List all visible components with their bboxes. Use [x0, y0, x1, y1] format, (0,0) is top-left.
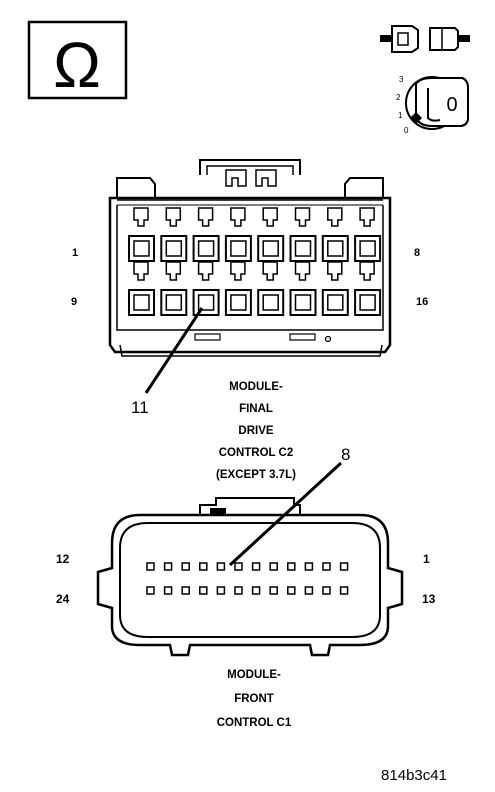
c2-cavity: [160, 261, 188, 316]
figure-id: 814b3c41: [381, 767, 447, 784]
c2-caption-line-1: MODULE-: [229, 381, 283, 393]
c2-cavity: [224, 207, 252, 262]
c2-callout-pin: 11: [131, 398, 149, 417]
c1-cavity: [199, 586, 208, 595]
connector-c1-housing: [96, 497, 404, 657]
c2-cavity: [257, 207, 285, 262]
c1-pin-label-24: 24: [56, 592, 70, 606]
c2-cavity: [321, 261, 349, 316]
c1-cavity: [287, 562, 296, 571]
c1-pin-label-12: 12: [56, 552, 70, 566]
c1-cavity: [234, 586, 243, 595]
c2-callout-leader: [144, 307, 204, 394]
connector-c2: 1 8 9 16 11 MODULE- FINAL DRIVE CONTROL …: [71, 159, 428, 481]
c1-cavity: [287, 586, 296, 595]
connector-c1: 12 1 24 13 8 MODULE- FRONT CONTROL C1: [56, 445, 436, 729]
c1-caption-line-1: MODULE-: [227, 669, 281, 681]
c1-cavity: [322, 586, 331, 595]
c2-pin-label-8: 8: [414, 247, 420, 259]
c1-cavity: [339, 586, 349, 595]
c2-cavity: [224, 261, 252, 316]
key-position-0: 0: [404, 126, 409, 135]
c1-caption-line-2: FRONT: [234, 693, 274, 705]
c1-callout-pin: 8: [341, 445, 350, 464]
connector-c1-cavities: [146, 562, 349, 595]
key-selected-position: 0: [446, 94, 457, 116]
c1-cavity: [251, 562, 261, 571]
c2-caption-line-4: CONTROL C2: [219, 447, 294, 459]
disconnected-connector-icon: [380, 25, 470, 53]
c2-cavity: [128, 261, 155, 316]
c1-cavity: [146, 562, 155, 571]
c1-cavity: [322, 562, 331, 571]
c1-cavity: [269, 586, 278, 595]
key-position-3: 3: [399, 75, 404, 84]
c1-caption: MODULE- FRONT CONTROL C1: [217, 669, 292, 729]
c1-cavity: [304, 586, 314, 595]
c2-cavity: [289, 207, 317, 262]
c1-cavity: [251, 586, 261, 595]
c1-cavity: [199, 562, 208, 571]
c1-cavity: [163, 562, 173, 571]
key-position-2: 2: [396, 93, 401, 102]
c2-caption: MODULE- FINAL DRIVE CONTROL C2 (EXCEPT 3…: [216, 381, 296, 481]
c1-cavity: [269, 562, 278, 571]
c2-cavity: [128, 207, 155, 262]
c2-cavity: [160, 207, 188, 262]
c2-cavity: [192, 207, 220, 262]
c1-cavity: [304, 562, 314, 571]
c2-caption-line-2: FINAL: [239, 403, 273, 415]
c2-pin-label-9: 9: [71, 296, 77, 308]
c2-cavity: [257, 261, 285, 316]
ignition-key-icon: 3 2 1 0 0: [396, 75, 469, 135]
c1-pin-label-1: 1: [423, 552, 430, 566]
c2-cavity: [354, 207, 382, 262]
ohm-symbol: Ω: [53, 29, 101, 101]
c1-cavity: [181, 586, 190, 595]
key-position-1: 1: [398, 111, 403, 120]
c2-caption-line-5: (EXCEPT 3.7L): [216, 469, 296, 481]
c1-caption-line-3: CONTROL C1: [217, 717, 292, 729]
c2-cavity: [192, 261, 220, 316]
c2-pin-label-1: 1: [72, 247, 78, 259]
c1-cavity: [216, 562, 226, 571]
c1-cavity: [216, 586, 226, 595]
c1-pin-label-13: 13: [422, 592, 436, 606]
c2-cavity: [289, 261, 317, 316]
c1-cavity: [163, 586, 173, 595]
c1-cavity: [146, 586, 155, 595]
c2-pin-label-16: 16: [416, 296, 428, 308]
ohmmeter-icon: Ω: [27, 20, 128, 101]
connector-c2-cavities: [128, 207, 382, 316]
c2-caption-line-3: DRIVE: [238, 425, 273, 437]
c1-cavity: [234, 562, 243, 571]
c1-callout-leader: [228, 461, 343, 567]
c2-cavity: [321, 207, 349, 262]
c1-cavity: [181, 562, 190, 571]
c1-cavity: [339, 562, 349, 571]
c2-cavity: [354, 261, 382, 316]
